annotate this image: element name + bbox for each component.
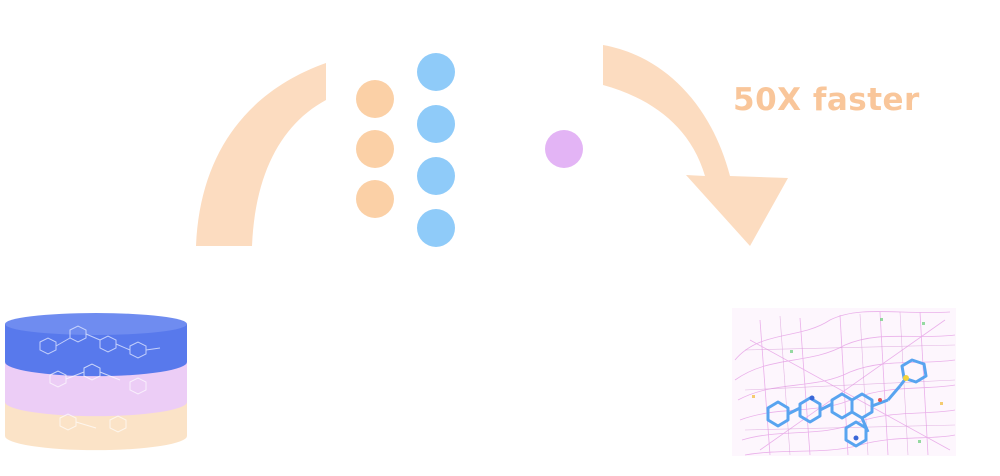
speed-label: 50X faster [733,82,920,118]
left-curved-arrow [196,63,326,246]
hidden-layer [417,53,455,247]
hidden-node [417,53,455,91]
input-node [356,80,394,118]
right-curved-arrow [603,45,788,246]
protein-ligand-complex-icon [732,308,956,456]
hidden-node [417,209,455,247]
molecule-database-icon [5,313,187,451]
hidden-node [417,157,455,195]
input-layer [356,80,394,218]
hidden-node [417,105,455,143]
input-node [356,180,394,218]
input-node [356,130,394,168]
output-node [545,130,583,168]
